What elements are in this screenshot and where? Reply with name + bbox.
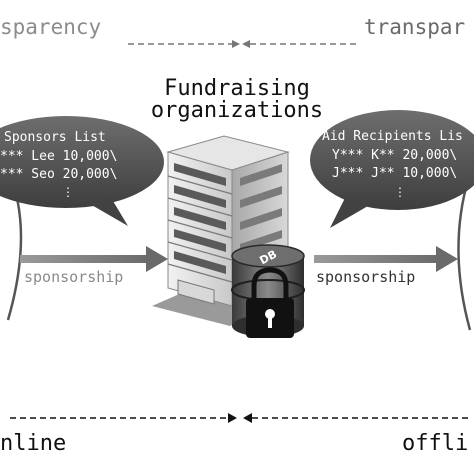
- bottom-online-offline-connector: [10, 413, 468, 423]
- title-line-1: Fundraising: [164, 76, 310, 101]
- aid-recipients-row-1: Y*** K** 20,000\: [332, 148, 457, 163]
- sponsors-list-bubble: [0, 116, 164, 226]
- title-line-2: organizations: [151, 98, 323, 123]
- top-left-label: sparency: [0, 15, 101, 39]
- bottom-left-label: nline: [0, 431, 66, 456]
- sponsors-list-heading: Sponsors List: [4, 130, 106, 145]
- right-sponsorship-label: sponsorship: [316, 268, 415, 286]
- arrowhead-right-icon: [232, 40, 240, 48]
- sponsors-list-ellipsis: ⋮: [62, 185, 74, 199]
- aid-recipients-ellipsis: ⋮: [394, 185, 406, 199]
- left-sponsorship-arrow: [20, 246, 168, 272]
- top-transparency-connector: [128, 40, 356, 48]
- left-sponsorship-label: sponsorship: [24, 268, 123, 286]
- right-sponsorship-arrow: [314, 246, 458, 272]
- arrowhead-left-icon: [243, 413, 252, 423]
- padlock-icon: [246, 267, 294, 338]
- top-right-label: transpar: [364, 15, 465, 39]
- arrowhead-right-icon: [228, 413, 237, 423]
- sponsors-list-row-2: *** Seo 20,000\: [0, 167, 117, 182]
- bottom-right-label: offli: [402, 431, 468, 456]
- arrowhead-left-icon: [242, 40, 250, 48]
- right-actor-outline: [457, 179, 472, 331]
- aid-recipients-heading: Aid Recipients Lis: [322, 129, 463, 144]
- aid-recipients-row-2: J*** J** 10,000\: [332, 166, 457, 181]
- sponsors-list-row-1: *** Lee 10,000\: [0, 149, 117, 164]
- aid-recipients-bubble: [310, 110, 474, 228]
